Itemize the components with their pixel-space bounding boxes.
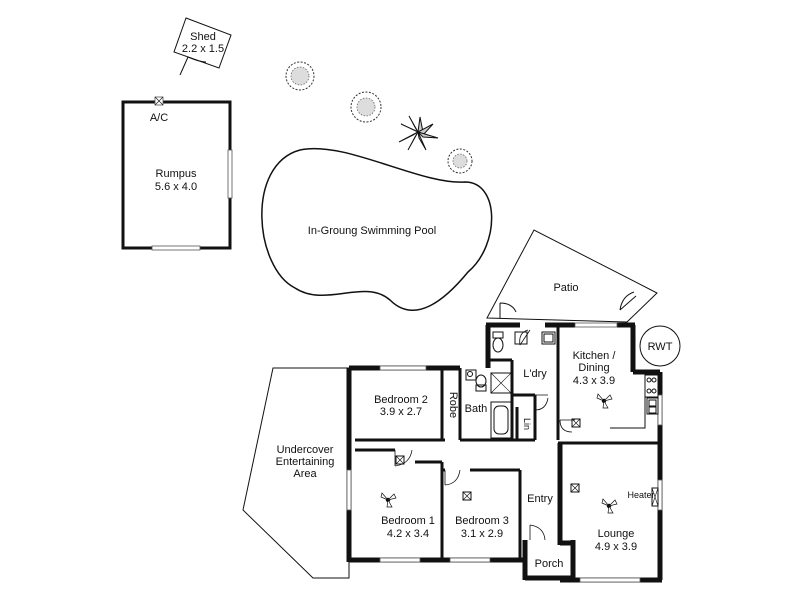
rumpus: A/C Rumpus 5.6 x 4.0 xyxy=(121,96,233,251)
bedroom1-dims: 4.2 x 3.4 xyxy=(387,528,429,540)
bathtub-icon xyxy=(490,401,512,439)
entry-label: Entry xyxy=(527,493,553,505)
bedroom2-label: Bedroom 2 xyxy=(374,394,428,406)
kitchen-bench xyxy=(610,375,646,429)
heater-icon xyxy=(651,487,659,507)
sink-icon xyxy=(646,397,659,415)
shed-dims: 2.2 x 1.5 xyxy=(182,43,224,55)
shed-label: Shed xyxy=(190,31,216,43)
lounge-label: Lounge xyxy=(598,528,635,540)
ceiling-fan-icon xyxy=(380,492,397,508)
ac-label: A/C xyxy=(150,112,168,124)
toilet-icon xyxy=(492,331,504,353)
kitchen-label-1: Kitchen / xyxy=(573,350,617,362)
toilet-icon xyxy=(475,374,487,392)
heater-label: Heater xyxy=(627,490,654,500)
rumpus-dims: 5.6 x 4.0 xyxy=(155,181,197,193)
sink-icon xyxy=(541,331,556,345)
undercover-label-3: Area xyxy=(293,468,317,480)
door-swing-icon xyxy=(394,329,575,541)
kitchen-dims: 4.3 x 3.9 xyxy=(573,375,615,387)
light-fixture-icon xyxy=(570,483,580,493)
kitchen-label-2: Dining xyxy=(578,362,609,374)
house-walls xyxy=(346,322,663,583)
lounge-dims: 4.9 x 3.9 xyxy=(595,541,637,553)
vanity-icon xyxy=(465,369,477,381)
bedroom1-label: Bedroom 1 xyxy=(381,515,435,527)
ceiling-fan-icon xyxy=(596,393,613,409)
light-fixture-icon xyxy=(571,418,581,428)
light-fixture-icon xyxy=(462,491,472,501)
robe-label: Robe xyxy=(447,392,459,418)
bath-label: Bath xyxy=(465,403,488,415)
bedroom3-dims: 3.1 x 2.9 xyxy=(461,528,503,540)
patio-label: Patio xyxy=(553,282,578,294)
rumpus-label: Rumpus xyxy=(156,168,197,180)
swimming-pool: In-Groung Swimming Pool xyxy=(261,147,493,311)
bedroom3-label: Bedroom 3 xyxy=(455,515,509,527)
ceiling-fan-icon xyxy=(601,498,618,514)
tree-icon xyxy=(350,91,382,123)
undercover-label-2: Entertaining xyxy=(276,456,335,468)
patio: Patio xyxy=(486,229,658,323)
linen-label: Lin xyxy=(522,418,532,430)
laundry-label: L'dry xyxy=(523,368,547,380)
laundry-tub-icon xyxy=(514,331,528,345)
palm-icon xyxy=(398,115,439,151)
bedroom2-dims: 3.9 x 2.7 xyxy=(380,406,422,418)
undercover-entertaining-area: Undercover Entertaining Area xyxy=(242,367,350,579)
cooktop-icon xyxy=(644,374,659,398)
porch-label: Porch xyxy=(535,558,564,570)
light-fixture-icon xyxy=(395,455,405,465)
rainwater-tank: RWT xyxy=(639,325,681,367)
shower-icon xyxy=(490,372,512,394)
pool-label: In-Groung Swimming Pool xyxy=(308,225,436,237)
shed: Shed 2.2 x 1.5 xyxy=(173,17,232,76)
tree-icon xyxy=(447,148,473,174)
tree-icon xyxy=(285,61,315,91)
undercover-label-1: Undercover xyxy=(277,444,334,456)
rwt-label: RWT xyxy=(648,341,673,353)
